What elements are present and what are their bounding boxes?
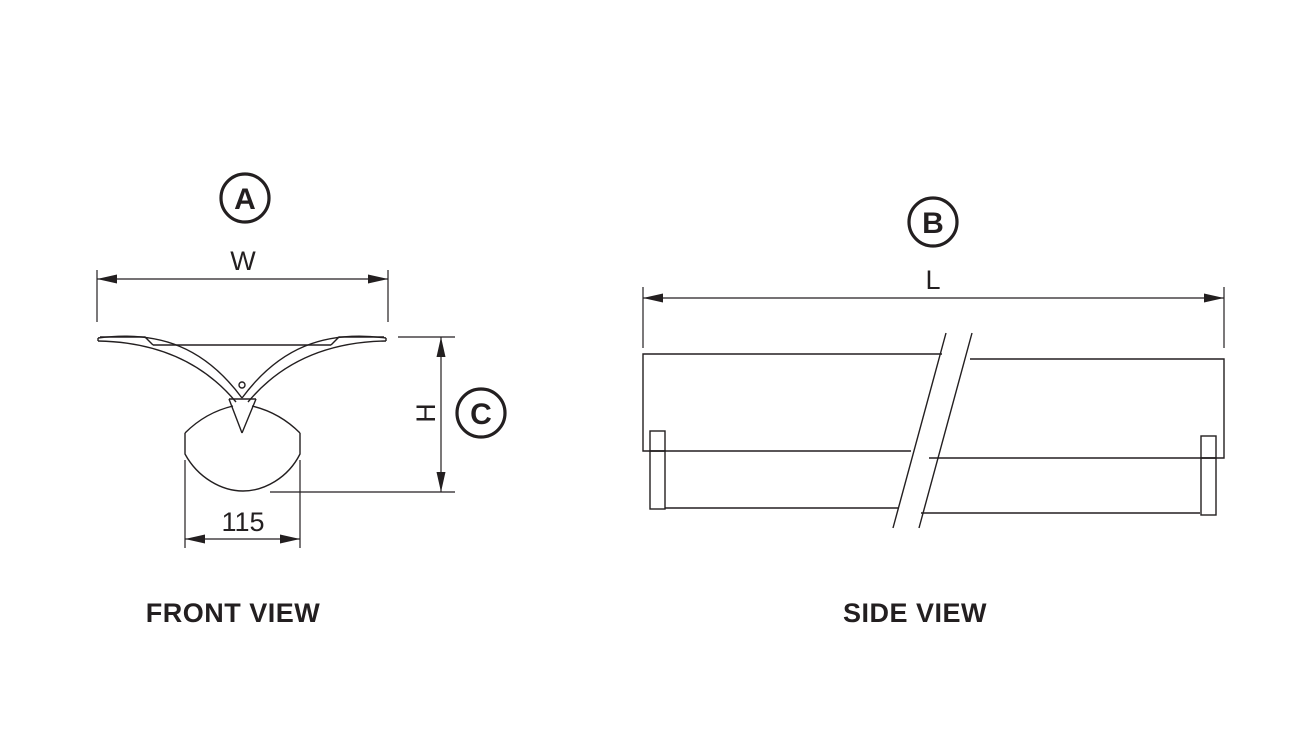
front-view: A W [96, 172, 507, 628]
callout-b-label: B [922, 207, 944, 240]
callout-b: B [907, 196, 959, 248]
length-dimension-line [642, 287, 1225, 348]
height-dimension-line [270, 336, 455, 493]
width-label: W [230, 246, 256, 276]
callout-c-label: C [470, 398, 492, 431]
callout-c: C [455, 387, 507, 439]
callout-a-label: A [234, 183, 256, 216]
luminaire-side-body [642, 332, 1225, 529]
bottom-width-dimension-line [184, 460, 301, 548]
bottom-dimension-value: 115 [221, 507, 264, 537]
side-view: B L [642, 196, 1225, 628]
side-view-title: SIDE VIEW [843, 598, 987, 628]
length-label: L [925, 265, 940, 295]
height-label: H [411, 403, 441, 423]
luminaire-front-profile [97, 335, 387, 492]
callout-a: A [219, 172, 271, 224]
width-dimension-line [96, 270, 389, 322]
front-view-title: FRONT VIEW [146, 598, 321, 628]
